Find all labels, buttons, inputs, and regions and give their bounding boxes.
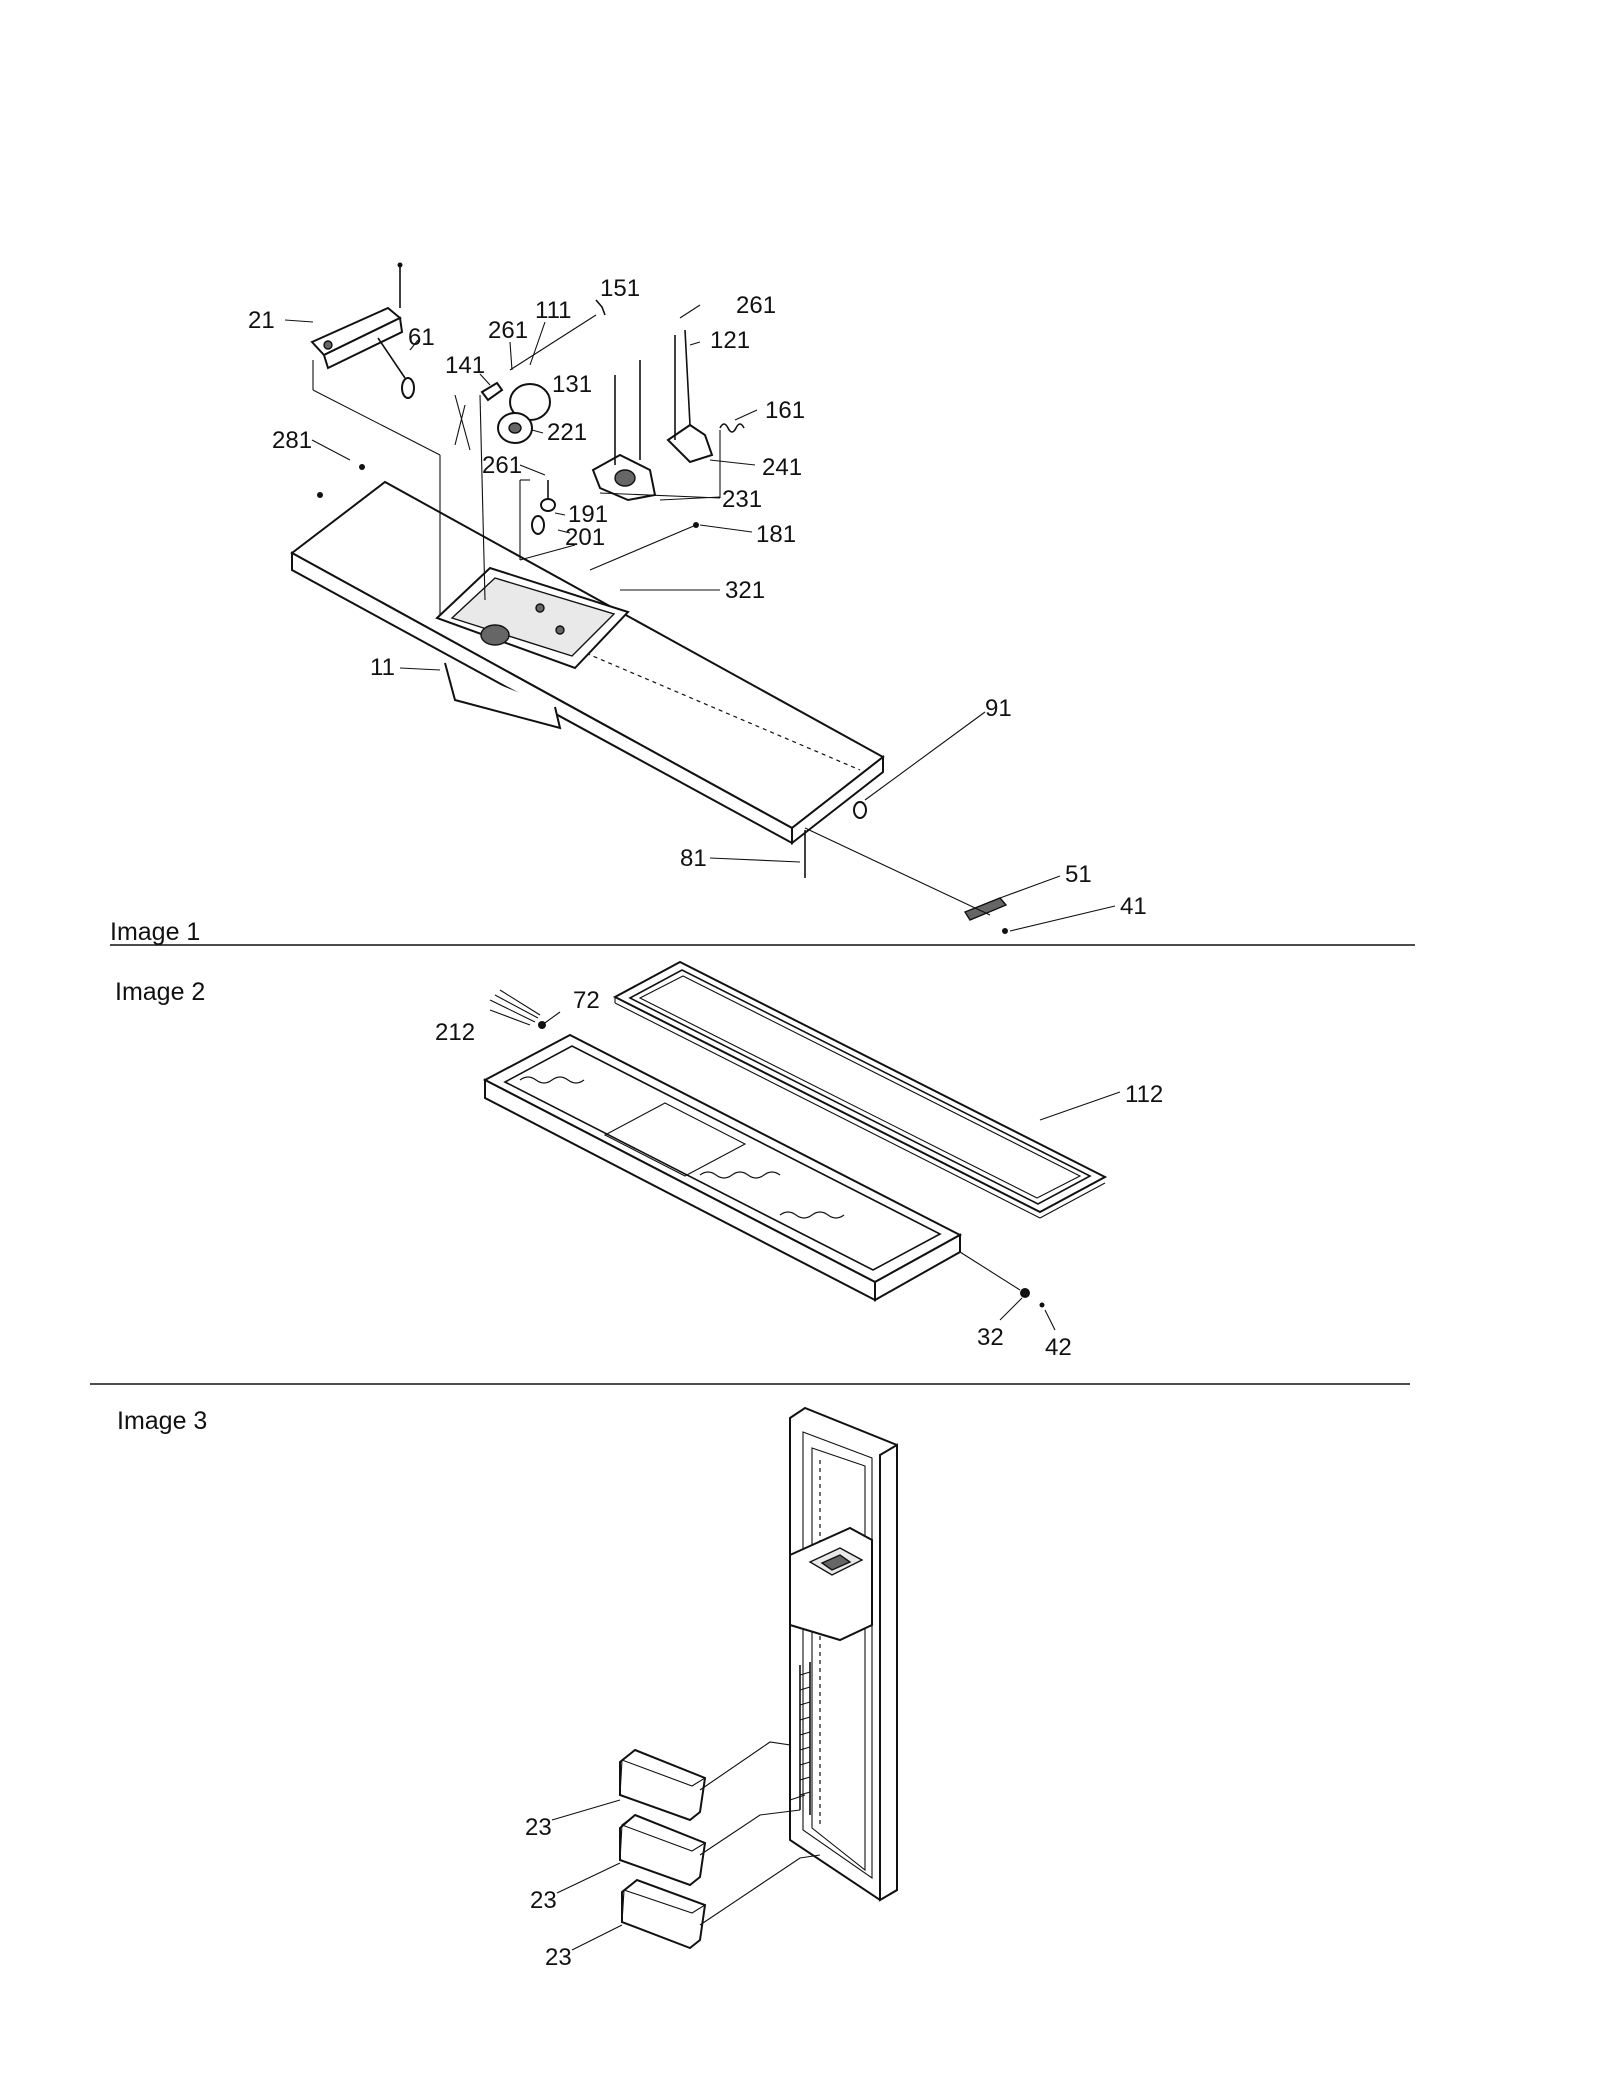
part-61 — [377, 337, 415, 399]
callout-321: 321 — [725, 577, 765, 604]
part-23-bin-1 — [619, 1748, 707, 1822]
part-23-bin-2 — [619, 1813, 707, 1887]
image-3-assembly: 23 23 23 — [525, 1406, 898, 1971]
part-131-221-motor — [480, 381, 551, 444]
part-112-gasket — [612, 960, 1108, 1219]
part-212-72 — [489, 989, 546, 1029]
callout-72: 72 — [573, 987, 600, 1014]
callout-131: 131 — [552, 371, 592, 398]
image-1-callout-leaders — [284, 304, 1116, 932]
image-2-callout-leaders — [489, 1009, 1121, 1331]
callout-261: 261 — [488, 317, 528, 344]
callout-111: 111 — [535, 297, 571, 324]
door-shelf-rail — [799, 1662, 811, 1815]
part-frame — [482, 1033, 963, 1302]
part-281-screw — [359, 464, 365, 470]
callout-11: 11 — [370, 654, 395, 681]
part-32-42 — [959, 1251, 1045, 1308]
part-23-bin-3 — [621, 1878, 707, 1950]
callout-23: 23 — [545, 1944, 572, 1971]
callout-91: 91 — [985, 695, 1012, 722]
callout-112: 112 — [1125, 1081, 1163, 1108]
part-51-41 — [963, 897, 1008, 934]
callout-161: 161 — [765, 397, 805, 424]
callout-151: 151 — [600, 275, 640, 302]
callout-191: 191 — [568, 501, 608, 528]
part-door — [789, 1406, 898, 1902]
part-21-cover — [310, 262, 404, 370]
image-1-leader-lines — [312, 314, 991, 916]
callout-42: 42 — [1045, 1334, 1072, 1361]
callout-61: 61 — [408, 324, 435, 351]
image-3-callout-leaders — [551, 1799, 623, 1951]
part-151-wire — [595, 299, 606, 316]
image-2-callouts: 72 212 112 32 42 — [435, 987, 1163, 1361]
part-191-201 — [531, 480, 556, 535]
callout-121: 121 — [710, 327, 750, 354]
callout-212: 212 — [435, 1019, 475, 1046]
callout-281: 281 — [272, 427, 312, 454]
callout-261: 261 — [736, 292, 776, 319]
part-241-damper — [666, 329, 714, 464]
callout-231: 231 — [722, 486, 762, 513]
callout-23: 23 — [530, 1887, 557, 1914]
callout-81: 81 — [680, 845, 707, 872]
section-label-image-3: Image 3 — [117, 1407, 208, 1435]
callout-32: 32 — [977, 1324, 1004, 1351]
callout-201: 201 — [565, 524, 605, 551]
callout-21: 21 — [248, 307, 275, 334]
callout-181: 181 — [756, 521, 796, 548]
callout-23: 23 — [525, 1814, 552, 1841]
image-3-callouts: 23 23 23 — [525, 1814, 572, 1971]
part-91 — [853, 801, 867, 819]
callout-51: 51 — [1065, 861, 1092, 888]
image-1-assembly: 21 61 261 111 151 261 121 141 131 161 22… — [248, 262, 1147, 934]
callout-41: 41 — [1120, 893, 1147, 920]
section-label-image-1: Image 1 — [110, 918, 201, 946]
image-1-callouts: 21 61 261 111 151 261 121 141 131 161 22… — [248, 275, 1147, 920]
callout-241: 241 — [762, 454, 802, 481]
image-2-assembly: 72 212 112 32 42 — [435, 960, 1163, 1361]
callout-261: 261 — [482, 452, 522, 479]
part-231-fan — [591, 360, 657, 502]
part-281-screw — [317, 492, 323, 498]
callout-221: 221 — [547, 419, 587, 446]
image-3-assembly-lines — [699, 1741, 821, 1926]
part-161-spring — [719, 423, 745, 433]
section-label-image-2: Image 2 — [115, 978, 206, 1006]
callout-141: 141 — [445, 352, 485, 379]
